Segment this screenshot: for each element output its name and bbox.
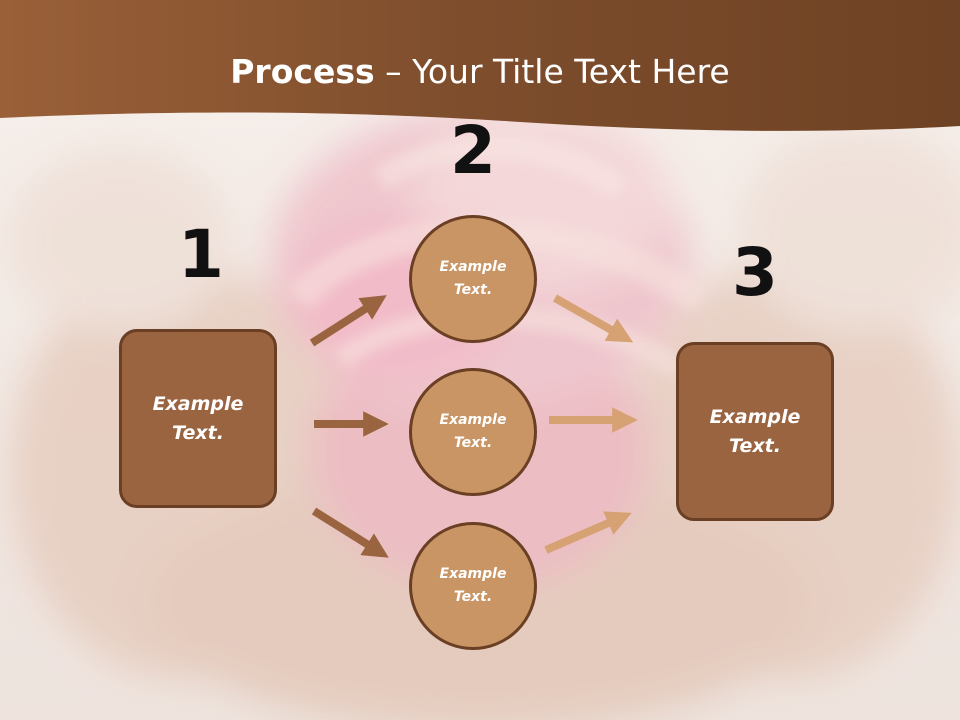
step-number-1: 1 bbox=[178, 216, 224, 293]
step-number-3: 3 bbox=[732, 234, 778, 311]
arrow-box1-to-circle-top bbox=[309, 295, 387, 347]
circle-bottom-text: Example Text. bbox=[439, 566, 507, 605]
arrow-circle-bottom-to-box3 bbox=[544, 511, 632, 554]
circle-top-text: Example Text. bbox=[439, 259, 507, 298]
arrow-box1-to-circle-bottom bbox=[311, 507, 389, 558]
circle-middle-text: Example Text. bbox=[439, 412, 507, 451]
step-3-box: Example Text. bbox=[676, 342, 834, 521]
circle-top: Example Text. bbox=[409, 215, 537, 343]
title-rest-part: – Your Title Text Here bbox=[374, 52, 730, 91]
step-3-box-text: Example Text. bbox=[709, 405, 801, 457]
step-1-box: Example Text. bbox=[119, 329, 277, 508]
step-1-box-text: Example Text. bbox=[152, 392, 244, 444]
title-band bbox=[0, 0, 960, 131]
page-title: Process – Your Title Text Here bbox=[0, 52, 960, 91]
circle-middle: Example Text. bbox=[409, 368, 537, 496]
circle-bottom: Example Text. bbox=[409, 522, 537, 650]
arrow-circle-top-to-box3 bbox=[553, 294, 634, 343]
title-bold-part: Process bbox=[230, 52, 375, 91]
step-number-2: 2 bbox=[450, 112, 496, 189]
